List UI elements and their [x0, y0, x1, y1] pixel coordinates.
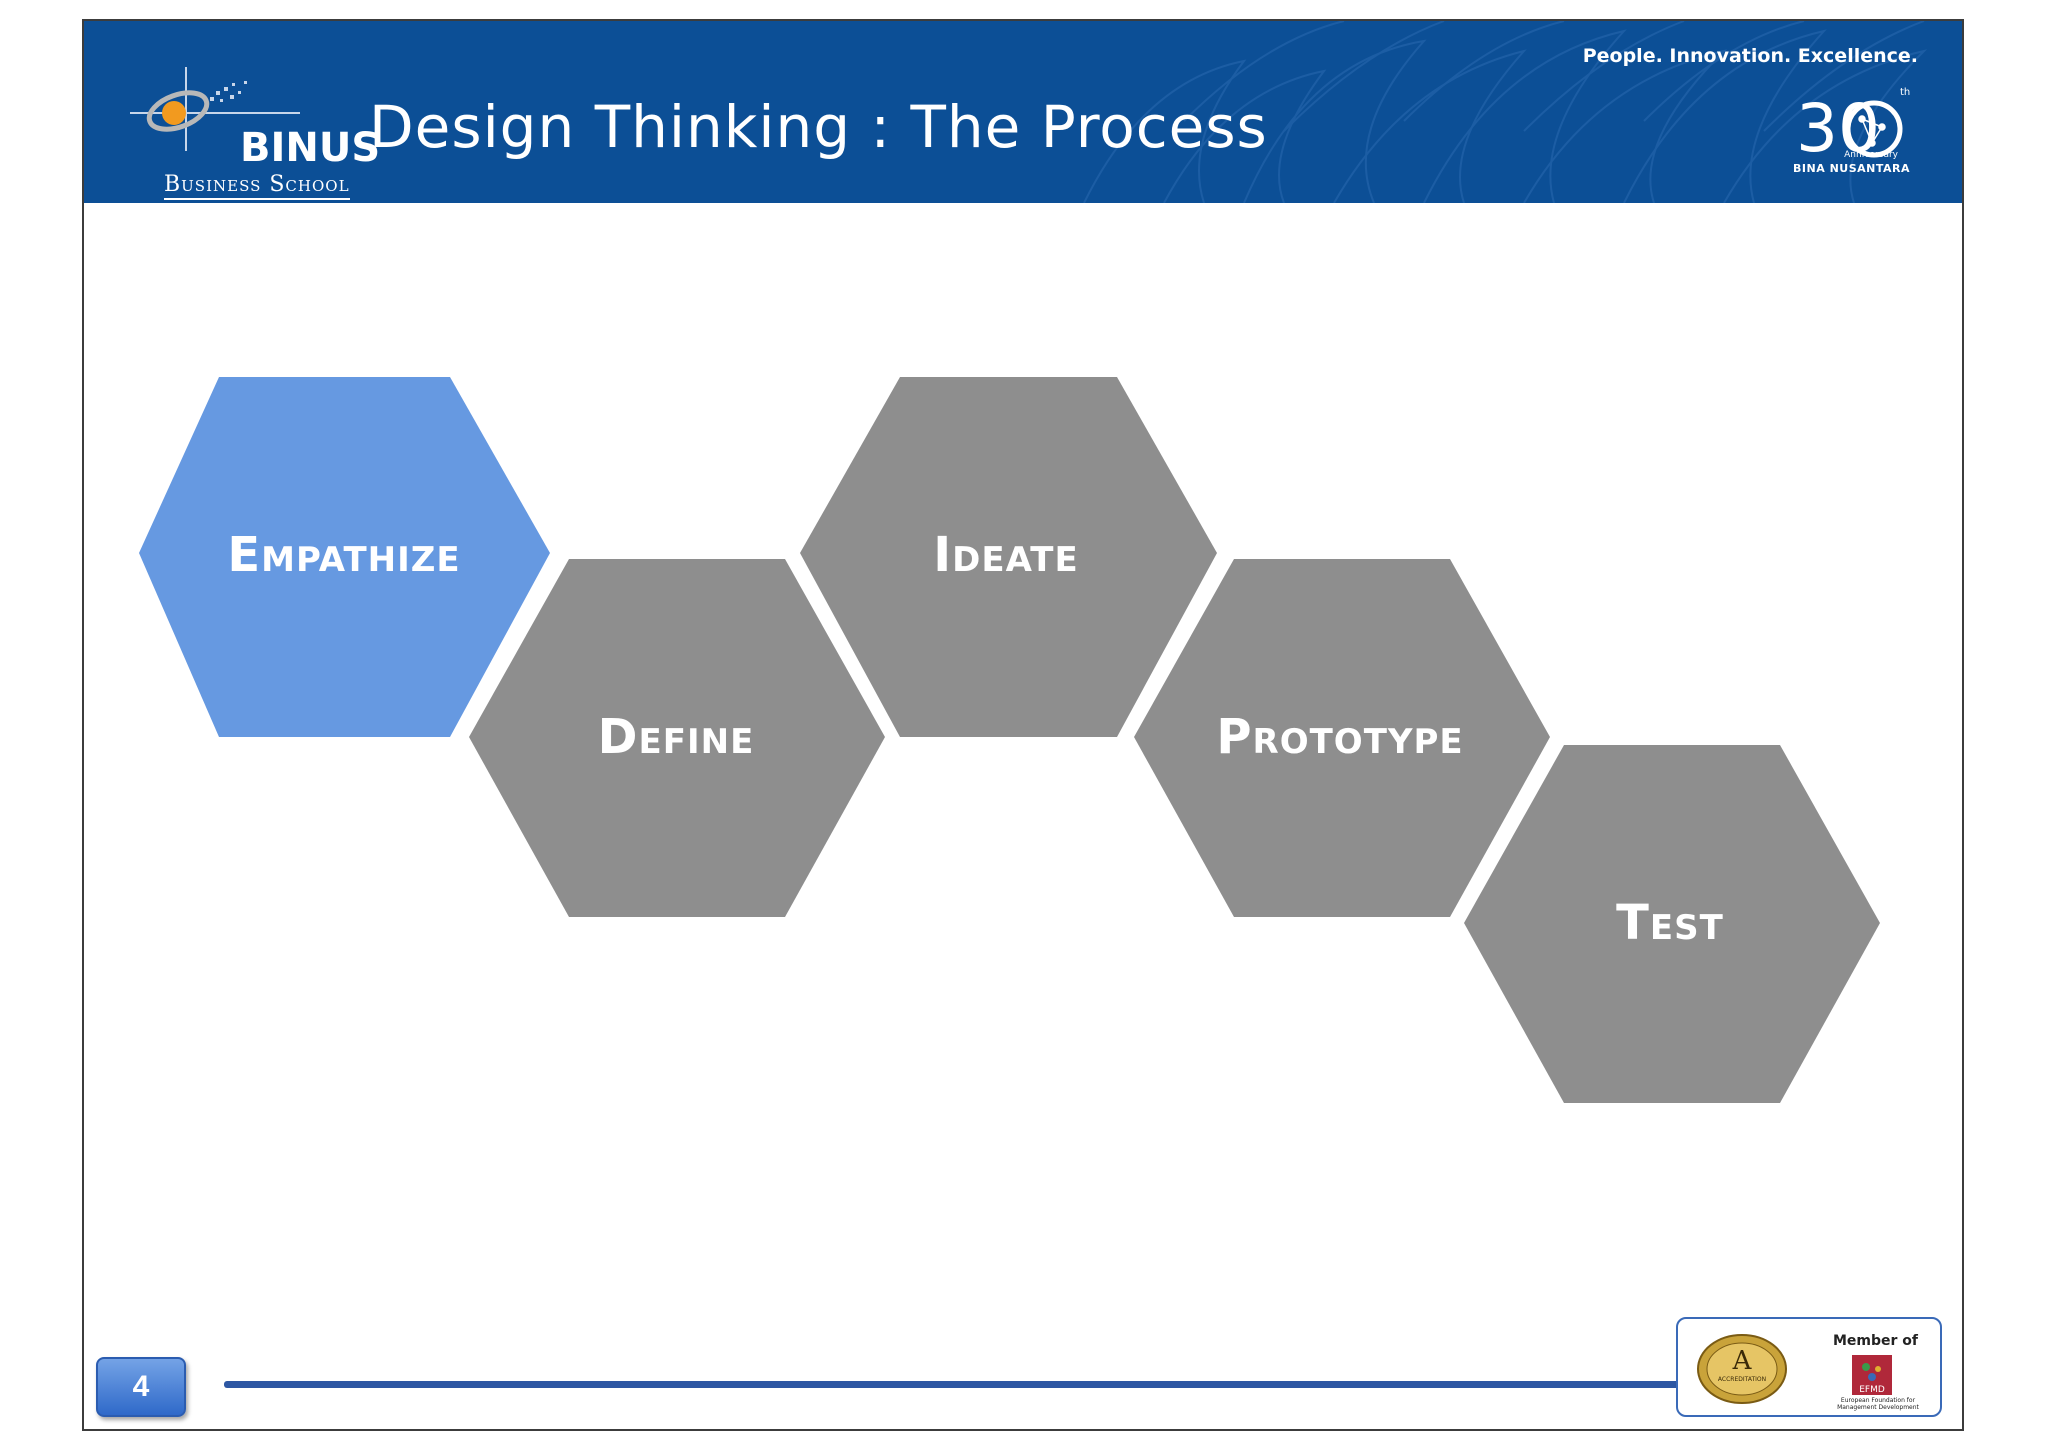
hex-prototype [1134, 559, 1550, 917]
stage-label-empathize: Empathize [227, 527, 461, 583]
member-of-label: Member of [1833, 1333, 1919, 1349]
slide: BINUS Business School Design Thinking : … [82, 19, 1964, 1431]
stage-label-test: Test [1616, 895, 1724, 951]
tagline: People. Innovation. Excellence. [1582, 45, 1918, 67]
svg-text:ACCREDITATION: ACCREDITATION [1718, 1376, 1766, 1383]
svg-text:A: A [1732, 1346, 1753, 1376]
logo-wordmark: BINUS [240, 125, 381, 171]
design-thinking-diagram [139, 377, 1880, 1103]
stage-label-prototype: Prototype [1216, 709, 1464, 765]
hex-test [1464, 745, 1880, 1103]
wave-pattern [1083, 21, 1928, 203]
accreditation-seal-icon: A ACCREDITATION [1697, 1334, 1787, 1404]
anniversary-org: BINA NUSANTARA [1793, 162, 1910, 175]
orbit-logo-icon [130, 67, 300, 151]
stage-label-define: Define [597, 709, 755, 765]
svg-text:th: th [1900, 87, 1910, 98]
logo-subtitle: Business School [164, 172, 350, 200]
footer-divider [224, 1381, 1764, 1388]
efmd-logo-icon: EFMD [1852, 1355, 1892, 1395]
hex-ideate [800, 377, 1217, 737]
accreditation-badges: A ACCREDITATION Member of EFMD European … [1676, 1317, 1942, 1417]
page-number: 4 [96, 1357, 186, 1417]
efmd-fullname: European Foundation for Management Devel… [1837, 1397, 1919, 1411]
page-title: Design Thinking : The Process [369, 93, 1268, 161]
anniversary-30-icon: 30 th [1796, 87, 1910, 167]
header-banner: BINUS Business School Design Thinking : … [84, 21, 1962, 203]
hex-define [469, 559, 885, 917]
hex-empathize [139, 377, 550, 737]
svg-text:EFMD: EFMD [1859, 1385, 1885, 1395]
anniversary-label: Anniversary [1844, 150, 1898, 160]
binus-logo: BINUS Business School [120, 39, 381, 200]
stage-label-ideate: Ideate [933, 527, 1079, 583]
